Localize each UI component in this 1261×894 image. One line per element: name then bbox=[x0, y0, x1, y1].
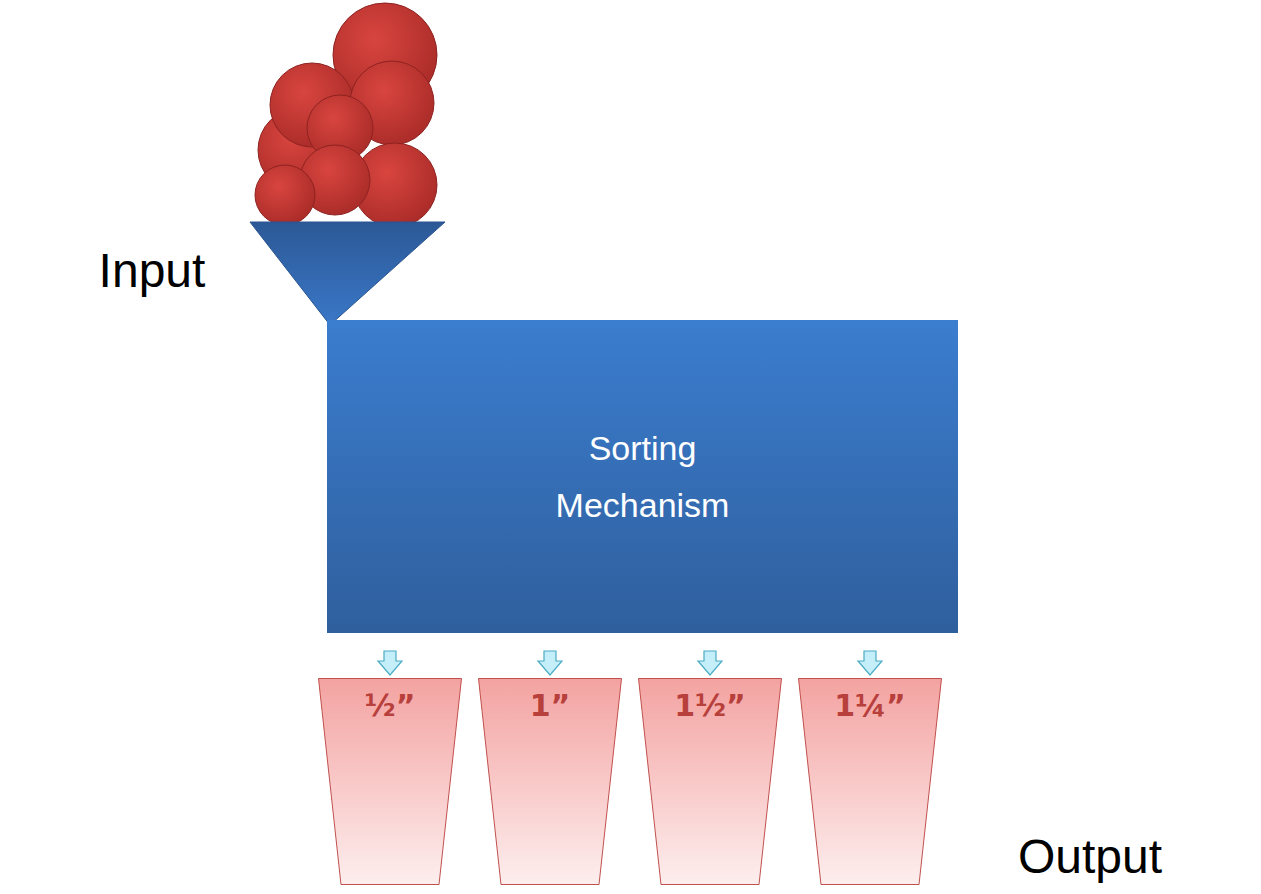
ball-pile bbox=[255, 3, 437, 227]
output-bin: 1½” bbox=[638, 678, 782, 885]
input-label: Input bbox=[99, 243, 206, 298]
flow-arrow bbox=[698, 651, 722, 675]
output-label: Output bbox=[1018, 829, 1162, 884]
bin-size-label: 1¼” bbox=[834, 688, 906, 723]
process-box: Sorting Mechanism bbox=[327, 320, 958, 633]
process-label: Sorting Mechanism bbox=[528, 420, 758, 534]
output-bin: 1¼” bbox=[798, 678, 942, 885]
bin-size-label: 1½” bbox=[674, 688, 746, 723]
bin-size-label: 1” bbox=[530, 688, 571, 723]
bin-size-label: ½” bbox=[365, 688, 416, 723]
flow-arrow bbox=[858, 651, 882, 675]
input-funnel bbox=[250, 222, 445, 325]
flow-arrow bbox=[378, 651, 402, 675]
output-bin: ½” bbox=[318, 678, 462, 885]
flow-arrow bbox=[538, 651, 562, 675]
output-bin: 1” bbox=[478, 678, 622, 885]
